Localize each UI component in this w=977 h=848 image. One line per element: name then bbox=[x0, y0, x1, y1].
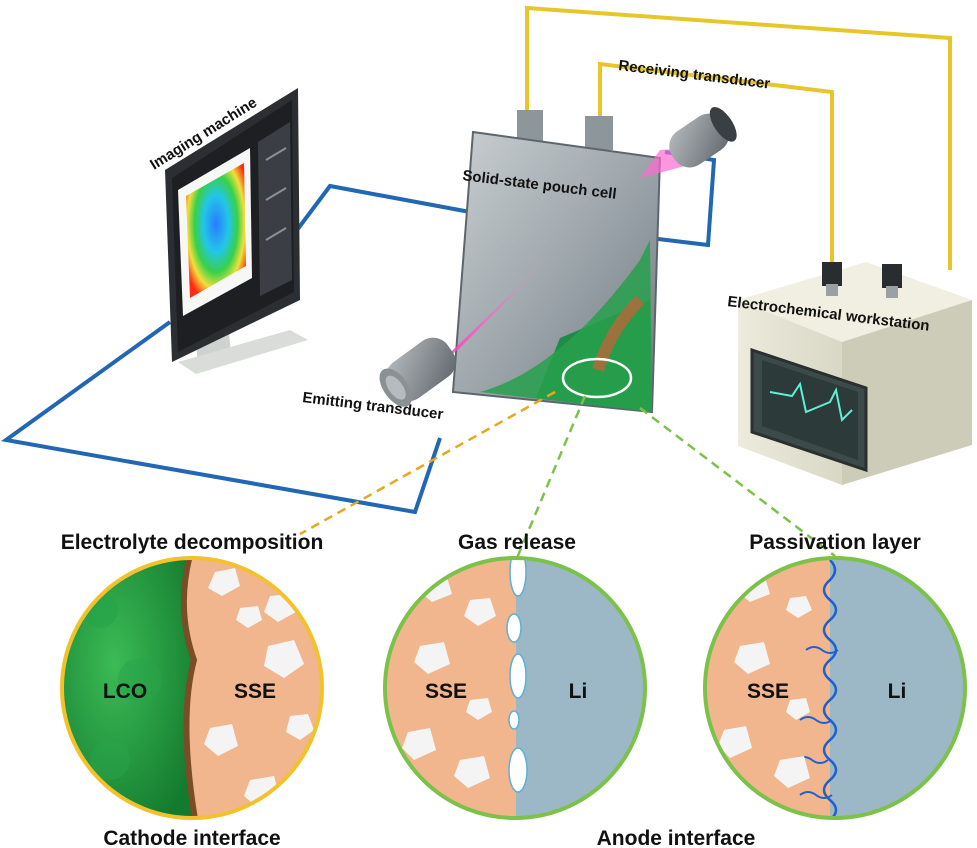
emitting-beam bbox=[432, 254, 553, 370]
receiving-transducer-label: Receiving transducer bbox=[618, 57, 772, 92]
panel-title-electrolyte-decomposition: Electrolyte decomposition bbox=[61, 531, 324, 554]
anode-interface-caption: Anode interface bbox=[597, 827, 756, 848]
electrochemical-workstation bbox=[738, 262, 972, 485]
passivation-leader-line bbox=[639, 407, 836, 557]
sse-label-cathode: SSE bbox=[234, 680, 276, 703]
passivation-zoom-circle bbox=[703, 556, 967, 820]
solid-state-pouch-cell bbox=[451, 110, 662, 414]
panel-title-gas-release: Gas release bbox=[458, 531, 576, 554]
yellow-cable bbox=[525, 5, 952, 270]
gas-release-zoom-circle bbox=[383, 556, 647, 820]
receiving-transducer bbox=[669, 107, 737, 168]
sse-label-gas: SSE bbox=[425, 680, 467, 703]
lco-label: LCO bbox=[103, 680, 147, 703]
cathode-interface-caption: Cathode interface bbox=[103, 827, 280, 848]
emitting-transducer bbox=[379, 337, 456, 407]
li-label-gas: Li bbox=[569, 680, 588, 703]
cathode-zoom-circle bbox=[60, 556, 324, 820]
panel-title-passivation-layer: Passivation layer bbox=[749, 531, 921, 554]
imaging-machine bbox=[165, 88, 308, 374]
cathode-leader-line bbox=[299, 390, 556, 536]
li-label-passivation: Li bbox=[888, 680, 907, 703]
sse-label-passivation: SSE bbox=[747, 680, 789, 703]
